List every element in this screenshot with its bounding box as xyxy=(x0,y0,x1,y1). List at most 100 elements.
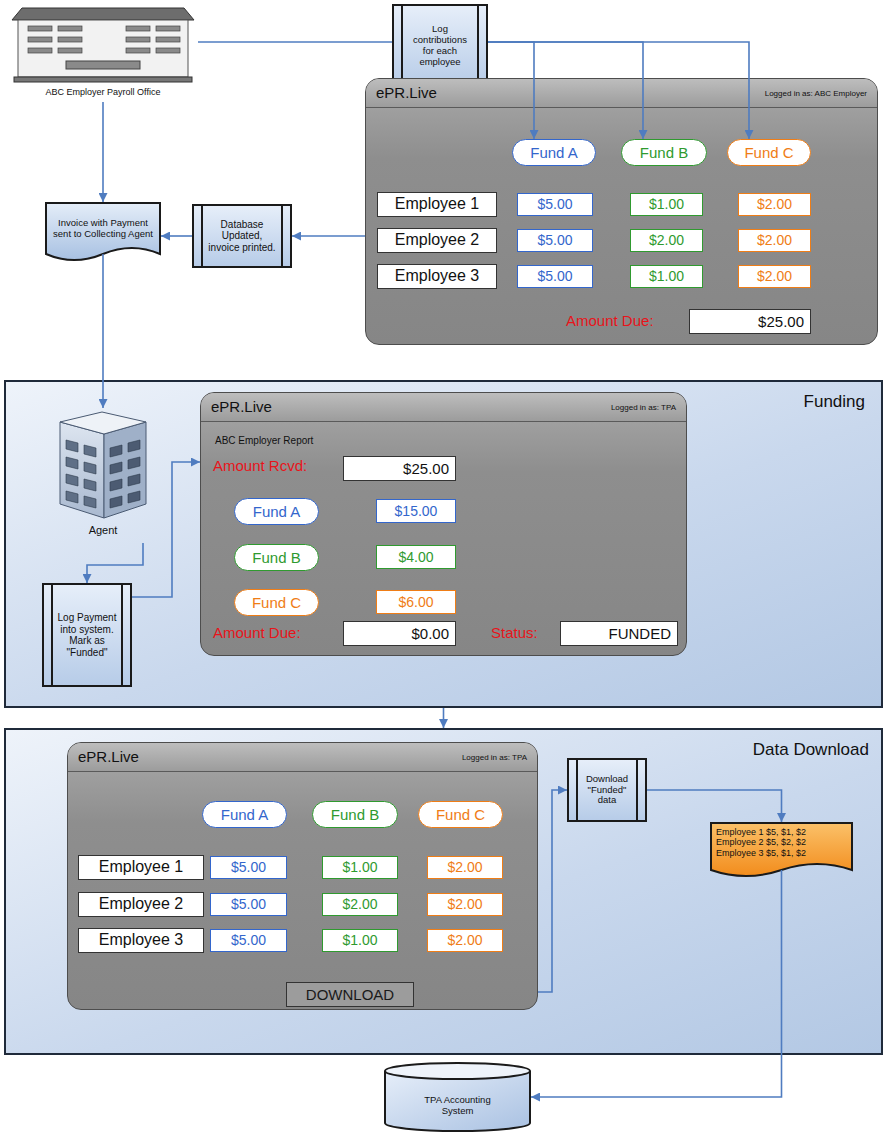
amount-field: $2.00 xyxy=(738,229,811,252)
label-text: Fund A xyxy=(530,144,578,161)
text-slot: Fund C xyxy=(252,594,301,611)
text-slot: Fund B xyxy=(331,806,379,823)
drawing-part xyxy=(84,479,96,491)
building-illustration xyxy=(8,6,198,84)
label-text: $1.00 xyxy=(649,196,684,212)
text-slot: Fund C xyxy=(436,806,485,823)
amount-field: $15.00 xyxy=(376,499,456,523)
drawing-part xyxy=(84,496,96,508)
drawing-part xyxy=(66,474,78,486)
text-slot: $0.00 xyxy=(411,625,449,642)
total-field: $0.00 xyxy=(343,621,456,646)
flow-arrow xyxy=(538,790,567,992)
label-text: $0.00 xyxy=(411,625,449,642)
label-text: $25.00 xyxy=(758,313,804,330)
fund-pill: Fund A xyxy=(202,801,287,828)
text-slot: Download "Funded" data xyxy=(582,774,632,807)
text-slot: Employee 1 $5, $1, $2 xyxy=(716,827,806,837)
process-bar xyxy=(121,585,123,685)
label-text: $5.00 xyxy=(537,196,572,212)
process-bar xyxy=(477,6,479,86)
drawing-part xyxy=(60,422,104,518)
label-text: $2.00 xyxy=(447,859,482,875)
drawing-part xyxy=(110,479,122,491)
drawing-part xyxy=(156,48,180,53)
text-slot: Fund A xyxy=(221,806,269,823)
drawing-part xyxy=(66,440,78,452)
label-text: Employee 2 xyxy=(99,895,184,913)
download-button: DOWNLOAD xyxy=(286,982,414,1007)
text-slot: Database Updated, invoice printed. xyxy=(207,219,277,254)
text-slot: $25.00 xyxy=(403,460,449,477)
drawing-part xyxy=(110,445,122,457)
flow-arrow xyxy=(488,42,534,139)
total-field: FUNDED xyxy=(560,621,678,646)
fund-pill: Fund B xyxy=(621,139,707,166)
text-slot: Employee 3 xyxy=(395,267,480,285)
label-text: Log contributions for each employee xyxy=(407,24,473,68)
label-text: Fund C xyxy=(252,594,301,611)
label-text: Agent xyxy=(48,524,158,537)
text-slot: $1.00 xyxy=(342,932,377,948)
process-bar xyxy=(51,585,53,685)
total-field: $25.00 xyxy=(689,309,811,334)
amount-field: $5.00 xyxy=(517,193,593,216)
drawing-part xyxy=(156,37,180,42)
text-slot: Log contributions for each employee xyxy=(407,24,473,68)
label-text: ABC Employer Payroll Office xyxy=(8,87,198,97)
drawing-part xyxy=(14,77,192,82)
text-slot: Fund B xyxy=(252,549,300,566)
text-slot: $1.00 xyxy=(649,196,684,212)
text-slot: $2.00 xyxy=(757,196,792,212)
fund-pill: Fund B xyxy=(312,801,398,828)
app-window: ePR.LiveLogged in as: ABC EmployerAmount… xyxy=(365,78,878,345)
total-field: $25.00 xyxy=(343,456,456,481)
label-text: $2.00 xyxy=(757,196,792,212)
flow-arrow xyxy=(102,254,104,408)
drawing-part xyxy=(66,491,78,503)
text-slot: $5.00 xyxy=(231,932,266,948)
label-text: Fund B xyxy=(640,144,688,161)
fund-pill: Fund A xyxy=(234,498,319,525)
text-slot: $4.00 xyxy=(398,549,433,565)
label-text: ePR.Live xyxy=(78,748,139,765)
label-text: ePR.Live xyxy=(211,398,272,415)
label-text: Fund B xyxy=(331,806,379,823)
label-text: $2.00 xyxy=(447,932,482,948)
label-text: Employee 1 xyxy=(99,858,184,876)
drawing-part xyxy=(28,26,52,31)
process-bar xyxy=(636,760,638,820)
text-slot: Employee 1 xyxy=(395,195,480,213)
drawing-part xyxy=(711,823,852,876)
label-text: Employee 3 $5, $1, $2 xyxy=(716,848,806,858)
employee-box: Employee 1 xyxy=(78,855,204,880)
text-slot: Employee 2 $5, $2, $2 xyxy=(716,837,806,847)
flow-arrow xyxy=(488,42,749,139)
text-slot: TPA Accounting System xyxy=(412,1095,503,1117)
label-text: Status: xyxy=(491,624,538,641)
drawing-part xyxy=(128,440,140,452)
process-box: Database Updated, invoice printed. xyxy=(192,204,292,268)
employee-box: Employee 2 xyxy=(78,892,204,917)
label-text: $25.00 xyxy=(403,460,449,477)
text-slot: Employee 3 $5, $1, $2 xyxy=(716,848,806,858)
flow-arrow xyxy=(647,790,782,822)
app-window: ePR.LiveLogged in as: TPAABC Employer Re… xyxy=(200,392,687,656)
amount-field: $1.00 xyxy=(630,265,703,288)
label-text: $2.00 xyxy=(757,232,792,248)
label-text: Data Download xyxy=(753,740,869,760)
text-slot: ePR.Live xyxy=(376,84,437,101)
label-text: Invoice with Payment sent to Collecting … xyxy=(51,218,155,240)
text-slot: $2.00 xyxy=(447,859,482,875)
amount-field: $2.00 xyxy=(738,193,811,216)
label-text: Funding xyxy=(804,392,865,412)
process-bar xyxy=(281,206,283,266)
text-slot: Data Download xyxy=(753,740,869,760)
amount-field: $2.00 xyxy=(630,229,703,252)
text-slot: $15.00 xyxy=(395,503,438,519)
amount-field: $5.00 xyxy=(210,856,287,879)
text-slot: ABC Employer Payroll Office xyxy=(8,87,198,97)
drawing-part xyxy=(126,48,150,53)
amount-field: $4.00 xyxy=(376,545,456,569)
